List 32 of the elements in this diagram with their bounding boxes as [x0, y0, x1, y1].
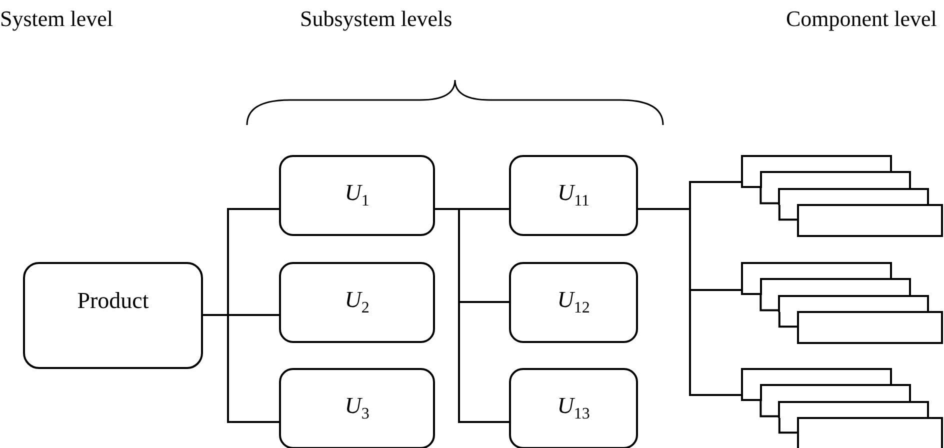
- level-heading: System level: [0, 6, 114, 32]
- component-box: [778, 294, 930, 312]
- process-box: [509, 368, 638, 448]
- component-box: [741, 262, 892, 279]
- component-box: [797, 204, 944, 237]
- process-box: [509, 262, 638, 343]
- connector-line: [203, 314, 279, 423]
- connector-line: [435, 208, 509, 423]
- process-box: [509, 155, 638, 236]
- process-box: [279, 155, 435, 236]
- component-box: [741, 155, 892, 172]
- component-box: [760, 278, 911, 296]
- box-label: U$_{3}$: [344, 393, 370, 424]
- level-heading: Component level: [786, 6, 937, 32]
- component-box: [778, 188, 930, 205]
- component-box: [797, 310, 944, 344]
- box-label: U$_{11}$: [557, 180, 590, 211]
- box-label: U$_{1}$: [344, 180, 370, 211]
- component-box: [760, 171, 911, 188]
- box-label: Product: [77, 288, 149, 314]
- process-box: [279, 368, 435, 448]
- process-box: [279, 262, 435, 343]
- box-label: U$_{2}$: [344, 287, 370, 318]
- component-box: [797, 416, 944, 448]
- component-box: [741, 368, 892, 385]
- box-label: U$_{12}$: [557, 287, 590, 318]
- level-heading: Subsystem levels: [300, 6, 452, 32]
- process-box: [23, 262, 203, 369]
- component-box: [778, 400, 930, 418]
- component-box: [760, 384, 911, 402]
- connector-line: [638, 208, 741, 396]
- box-label: U$_{13}$: [557, 393, 590, 424]
